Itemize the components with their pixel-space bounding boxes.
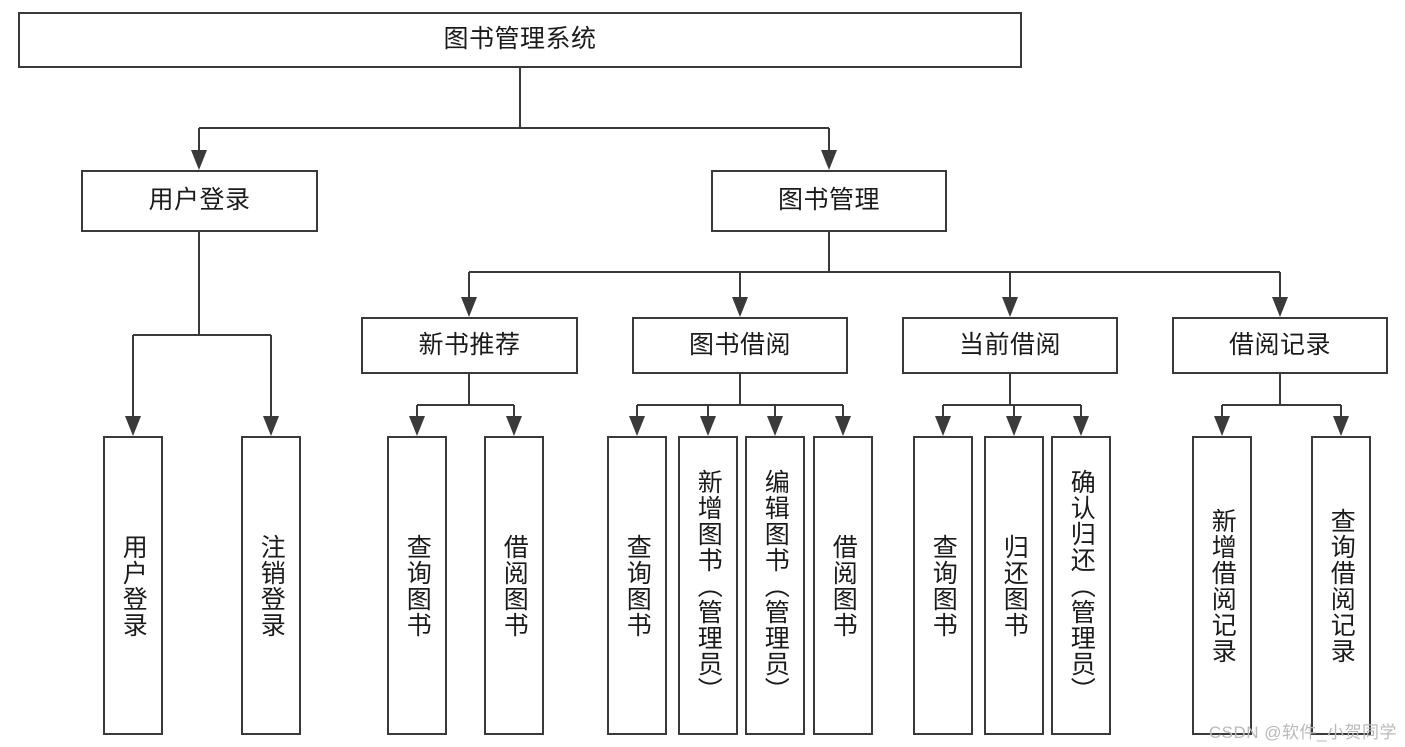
- node-label: 新增借阅记录: [1208, 507, 1237, 664]
- node-label: 用户登录: [148, 186, 251, 215]
- node-leaf-9[interactable]: 归还图书: [984, 436, 1044, 735]
- node-leaf-3[interactable]: 借阅图书: [484, 436, 544, 735]
- node-label: 当前借阅: [958, 330, 1061, 359]
- node-level3-2[interactable]: 当前借阅: [902, 317, 1118, 374]
- group1-drop-0-arrowhead-icon: [629, 416, 645, 436]
- group1-drop-3-arrowhead-icon: [835, 416, 851, 436]
- node-level2-1[interactable]: 图书管理: [711, 170, 947, 232]
- manage-drop-3-arrowhead-icon: [1272, 297, 1288, 317]
- group2-drop-1-arrowhead-icon: [1006, 416, 1022, 436]
- manage-drop-2-arrowhead-icon: [1002, 297, 1018, 317]
- node-label: 借阅图书: [829, 533, 858, 638]
- group1-drop-2-arrowhead-icon: [767, 416, 783, 436]
- node-label: 编辑图书（管理员）: [761, 468, 790, 703]
- login-drop-1-arrowhead-icon: [263, 416, 279, 436]
- node-leaf-7[interactable]: 借阅图书: [813, 436, 873, 735]
- node-label: 图书管理: [777, 186, 880, 215]
- node-label: 图书管理系统: [443, 25, 597, 54]
- node-label: 查询借阅记录: [1327, 507, 1356, 664]
- manage-drop-0-arrowhead-icon: [461, 297, 477, 317]
- group2-drop-0-arrowhead-icon: [935, 416, 951, 436]
- watermark-label: CSDN @软件_小贺同学: [1208, 723, 1397, 742]
- node-label: 图书借阅: [688, 330, 791, 359]
- node-label: 借阅记录: [1228, 330, 1331, 359]
- node-label: 注销登录: [257, 533, 286, 638]
- group3-drop-0-arrowhead-icon: [1214, 416, 1230, 436]
- node-leaf-4[interactable]: 查询图书: [607, 436, 667, 735]
- node-leaf-5[interactable]: 新增图书（管理员）: [678, 436, 738, 735]
- group1-drop-1-arrowhead-icon: [700, 416, 716, 436]
- node-leaf-12[interactable]: 查询借阅记录: [1311, 436, 1371, 735]
- node-level3-1[interactable]: 图书借阅: [632, 317, 848, 374]
- node-label: 查询图书: [929, 533, 958, 638]
- node-leaf-10[interactable]: 确认归还（管理员）: [1051, 436, 1111, 735]
- node-level3-3[interactable]: 借阅记录: [1172, 317, 1388, 374]
- node-leaf-11[interactable]: 新增借阅记录: [1192, 436, 1252, 735]
- group0-drop-1-arrowhead-icon: [506, 416, 522, 436]
- node-leaf-1[interactable]: 注销登录: [241, 436, 301, 735]
- node-root-图书管理系统[interactable]: 图书管理系统: [18, 12, 1022, 68]
- node-label: 借阅图书: [500, 533, 529, 638]
- node-level3-0[interactable]: 新书推荐: [361, 317, 578, 374]
- group0-drop-0-arrowhead-icon: [409, 416, 425, 436]
- node-leaf-0[interactable]: 用户登录: [103, 436, 163, 735]
- node-label: 新增图书（管理员）: [694, 468, 723, 703]
- node-label: 确认归还（管理员）: [1067, 468, 1096, 703]
- root-drop-0-arrowhead-icon: [191, 150, 207, 170]
- node-level2-0[interactable]: 用户登录: [81, 170, 318, 232]
- node-leaf-2[interactable]: 查询图书: [387, 436, 447, 735]
- group3-drop-1-arrowhead-icon: [1333, 416, 1349, 436]
- node-leaf-8[interactable]: 查询图书: [913, 436, 973, 735]
- node-label: 新书推荐: [418, 330, 521, 359]
- root-drop-1-arrowhead-icon: [821, 150, 837, 170]
- node-label: 查询图书: [623, 533, 652, 638]
- group2-drop-2-arrowhead-icon: [1073, 416, 1089, 436]
- manage-drop-1-arrowhead-icon: [732, 297, 748, 317]
- login-drop-0-arrowhead-icon: [125, 416, 141, 436]
- node-label: 归还图书: [1000, 533, 1029, 638]
- node-leaf-6[interactable]: 编辑图书（管理员）: [745, 436, 805, 735]
- node-label: 用户登录: [119, 533, 148, 638]
- node-label: 查询图书: [403, 533, 432, 638]
